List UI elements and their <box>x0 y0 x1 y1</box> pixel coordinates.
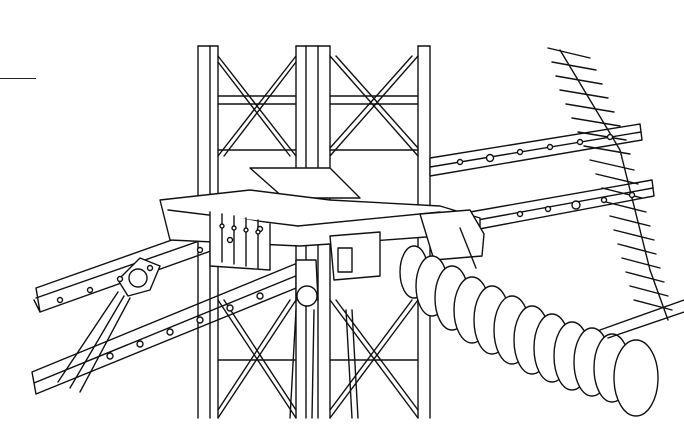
middle-right-arm <box>469 179 655 231</box>
left-shackle <box>57 257 161 393</box>
conductor-lines <box>599 299 684 339</box>
horizontal-insulator <box>399 245 659 417</box>
insulator-bracket <box>329 209 485 281</box>
upper-right-arm <box>429 123 643 177</box>
suspension-insulator <box>547 47 673 321</box>
callout-leader-line <box>0 78 36 79</box>
crossarm-plate <box>159 189 481 271</box>
center-hanger <box>289 259 359 419</box>
bolt-holes <box>56 133 636 360</box>
